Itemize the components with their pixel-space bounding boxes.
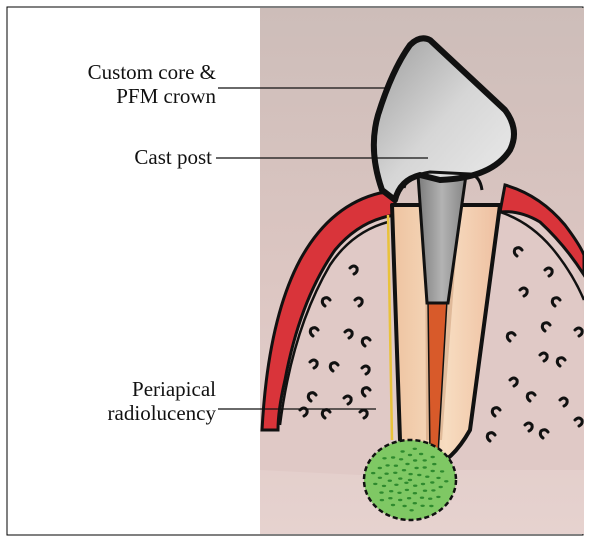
lesion-dot — [423, 490, 427, 492]
drawing-panel — [260, 8, 584, 534]
lesion-dot — [388, 497, 392, 499]
lesion-dot — [382, 485, 386, 487]
lesion-dot — [391, 456, 395, 458]
lesion-dot — [404, 482, 408, 484]
crown-label: Custom core & PFM crown — [40, 60, 216, 108]
lesion-dot — [413, 492, 417, 494]
lesion-dot — [379, 491, 383, 493]
lesion-dot — [400, 450, 404, 452]
lesion-dot — [373, 483, 377, 485]
lesion-dot — [431, 470, 435, 472]
lesion-dot — [430, 481, 434, 483]
lesion-dot — [413, 502, 417, 504]
lesion-dot — [436, 496, 440, 498]
lesion-dot — [444, 480, 448, 482]
lesion-dot — [419, 453, 423, 455]
lesion-dot — [371, 472, 375, 474]
crown-label-line2: PFM crown — [40, 84, 216, 108]
lesion-dot — [402, 505, 406, 507]
lesion-dot — [423, 466, 427, 468]
lesion-dot — [439, 486, 443, 488]
lesion-dot — [408, 479, 412, 481]
lesion-dot — [398, 499, 402, 501]
lesion-dot — [380, 499, 384, 501]
post-label: Cast post — [60, 145, 212, 169]
lesion-dot — [405, 489, 409, 491]
lesion-label: Periapical radiolucency — [40, 377, 216, 425]
lesion-dot — [388, 480, 392, 482]
lesion-dot — [436, 477, 440, 479]
lesion-dot — [413, 448, 417, 450]
lesion-dot — [409, 509, 413, 511]
lesion-dot — [413, 485, 417, 487]
lesion-dot — [399, 458, 403, 460]
lesion-dot — [385, 464, 389, 466]
lesion-dot — [378, 467, 382, 469]
lesion-dot — [417, 474, 421, 476]
lesion-dot — [431, 456, 435, 458]
lesion-dot — [397, 492, 401, 494]
lesion-dot — [382, 457, 386, 459]
lesion-dot — [414, 467, 418, 469]
lesion-dot — [421, 483, 425, 485]
lesion-dot — [391, 504, 395, 506]
lesion-dot — [407, 497, 411, 499]
lesion-dot — [402, 469, 406, 471]
lesion-dot — [423, 459, 427, 461]
lesion-dot — [405, 463, 409, 465]
lesion-dot — [431, 489, 435, 491]
lesion-dot — [420, 505, 424, 507]
lesion-dot — [394, 484, 398, 486]
lesion-dot — [429, 505, 433, 507]
lesion-dot — [413, 459, 417, 461]
lesion-dot — [378, 477, 382, 479]
lesion-dot — [408, 454, 412, 456]
lesion-label-line2: radiolucency — [40, 401, 216, 425]
post-label-text: Cast post — [60, 145, 212, 169]
lesion-dot — [428, 498, 432, 500]
lesion-dot — [398, 477, 402, 479]
lesion-dot — [394, 465, 398, 467]
lesion-dot — [432, 463, 436, 465]
lesion-dot — [389, 490, 393, 492]
lesion-dot — [440, 470, 444, 472]
crown-label-line1: Custom core & — [40, 60, 216, 84]
lesion-dot — [384, 473, 388, 475]
lesion-dot — [425, 476, 429, 478]
lesion-dot — [408, 473, 412, 475]
lesion-dot — [393, 472, 397, 474]
lesion-label-line1: Periapical — [40, 377, 216, 401]
lesion-dot — [420, 497, 424, 499]
